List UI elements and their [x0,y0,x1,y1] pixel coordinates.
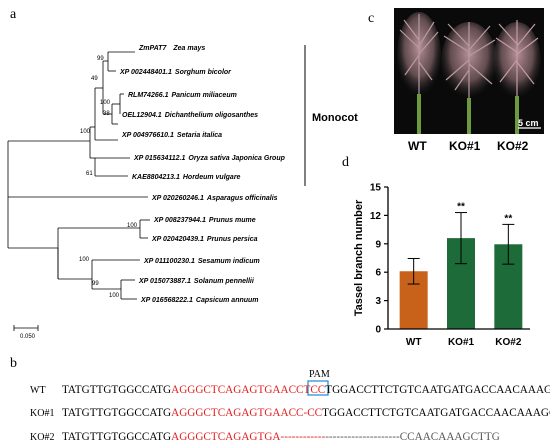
y-tick-label: 12 [370,211,382,222]
seq-text: TATGTTGTGGCCATGAGGGCTCAGAGTGA-----------… [62,431,500,443]
bootstrap-value: 100 [127,223,138,229]
bars [399,238,523,329]
y-tick-label: 3 [375,296,381,307]
tassel-ko1 [441,22,497,134]
bootstrap-value: 100 [109,293,120,299]
tassel-branch-chart: 0 3 6 9 12 15 ** ** WT KO#1 KO#2 Tassel branch n… [353,183,530,348]
y-axis-ticks: 0 3 6 9 12 15 [370,183,388,336]
seq-text: TATGTTGTGGCCATGAGGGCTCAGAGTGAACCTCCTGGAC… [62,384,550,396]
monocot-label: Monocot [312,112,358,124]
x-axis-labels: WT KO#1 KO#2 [406,337,522,348]
bootstrap-value: 49 [91,76,98,82]
seq-text: TATGTTGTGGCCATGAGGGCTCAGAGTGAACC-CCTGGAC… [62,407,550,419]
error-bars [407,212,515,285]
y-tick-label: 15 [370,183,382,194]
bootstrap-value: 38 [103,111,110,117]
x-tick-label: KO#2 [495,337,522,348]
phylogenetic-tree [7,45,306,300]
pam-box [307,380,329,396]
bootstrap-value: 100 [100,100,111,106]
significance-marks: ** ** [457,202,512,225]
y-tick-label: 9 [375,239,381,250]
significance-mark: ** [504,213,512,224]
x-tick-label: KO#1 [448,337,475,348]
tassel-wt [397,12,441,134]
photo-label-wt: WT [408,139,427,153]
x-tick-label: WT [406,337,422,348]
bootstrap-value: 100 [80,129,91,135]
photo-label-ko1: KO#1 [449,139,481,153]
scale-label: 0.050 [20,334,36,340]
panel-label-a: a [10,7,17,22]
panel-label-b: b [10,356,17,371]
y-tick-label: 6 [375,268,381,279]
panel-label-c: c [368,11,374,26]
tassel-ko2 [493,20,541,134]
panel-label-d: d [342,155,349,170]
bootstrap-value: 61 [86,171,93,177]
photo-scale-label: 5 cm [518,118,539,128]
pam-label: PAM [309,369,330,380]
seq-label: WT [30,385,46,396]
y-axis-label: Tassel branch number [353,199,365,316]
tree-scale-bar: 0.050 [13,325,39,340]
significance-mark: ** [457,202,465,213]
y-tick-label: 0 [375,325,381,336]
tassel-photo: 5 cm [394,8,544,134]
bootstrap-values: 99 49 100 38 100 61 100 100 99 100 [79,56,138,299]
bootstrap-value: 100 [79,257,90,263]
seq-label: KO#1 [30,408,54,419]
bootstrap-value: 99 [92,281,99,287]
sequence-row-ko2: KO#2 TATGTTGTGGCCATGAGGGCTCAGAGTGA------… [30,431,500,443]
bootstrap-value: 99 [97,56,104,62]
sequence-row-wt: WT TATGTTGTGGCCATGAGGGCTCAGAGTGAACCTCCTG… [30,384,550,396]
photo-label-ko2: KO#2 [497,139,529,153]
sequence-row-ko1: KO#1 TATGTTGTGGCCATGAGGGCTCAGAGTGAACC-CC… [30,407,550,419]
seq-label: KO#2 [30,432,54,443]
